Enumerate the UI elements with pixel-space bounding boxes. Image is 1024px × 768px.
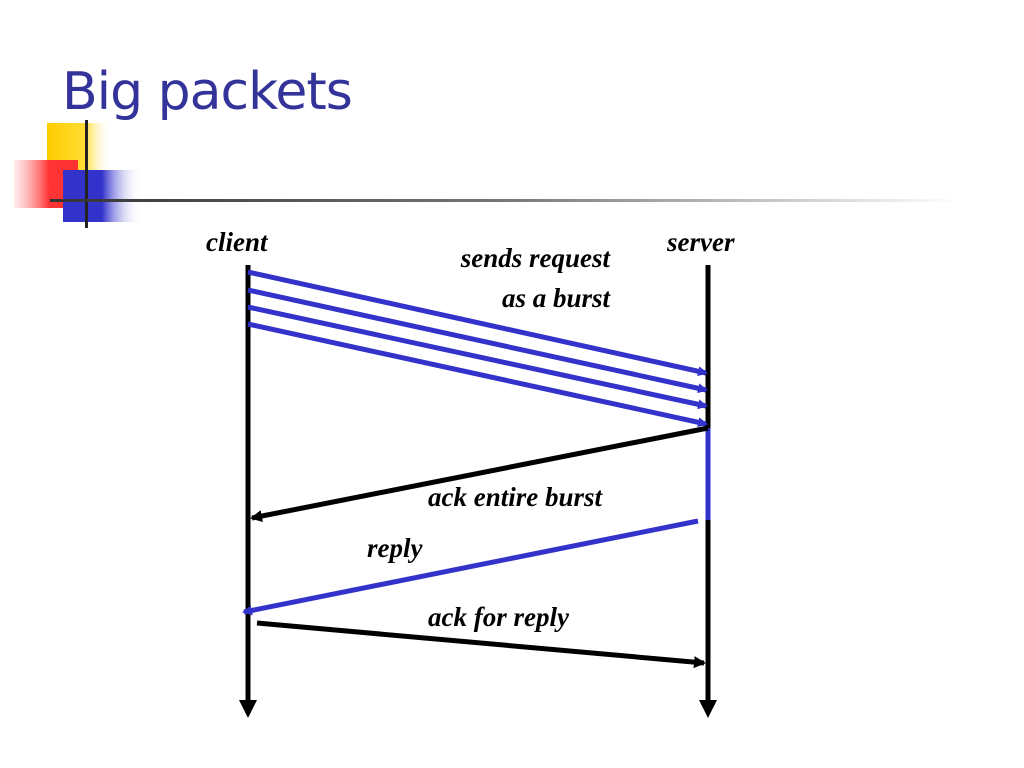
request-burst-arrows bbox=[247, 269, 708, 428]
blue-square bbox=[63, 170, 141, 222]
ack-reply-arrow bbox=[256, 620, 706, 669]
client-timeline bbox=[239, 265, 257, 718]
horizontal-rule bbox=[50, 199, 960, 202]
packet-arrow-4 bbox=[247, 321, 708, 428]
request-label-line1: sends request bbox=[460, 243, 612, 273]
vertical-rule bbox=[85, 120, 88, 228]
packet-arrow-2 bbox=[247, 287, 708, 394]
client-label: client bbox=[206, 227, 269, 257]
slide-title: Big packets bbox=[62, 62, 353, 122]
request-label-line2: as a burst bbox=[502, 283, 612, 313]
ack-burst-arrow bbox=[250, 425, 709, 522]
reply-label: reply bbox=[367, 533, 423, 563]
ack-burst-label: ack entire burst bbox=[428, 482, 604, 512]
corner-decoration bbox=[14, 120, 960, 228]
packet-arrow-3 bbox=[247, 304, 708, 410]
reply-arrow bbox=[242, 518, 699, 616]
server-label: server bbox=[666, 227, 735, 257]
packet-arrow-1 bbox=[247, 269, 708, 377]
ack-reply-label: ack for reply bbox=[428, 602, 570, 632]
